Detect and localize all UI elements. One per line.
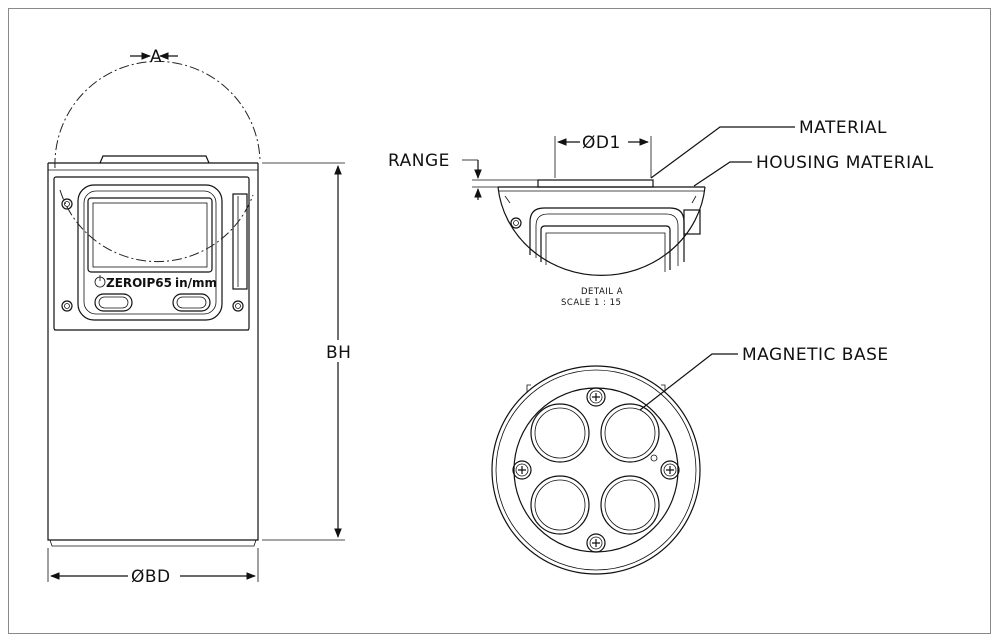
magnet xyxy=(530,403,590,463)
screw-icon xyxy=(61,300,73,312)
screw-icon xyxy=(510,217,522,229)
material-label: MATERIAL xyxy=(799,118,887,138)
bh-dimension: BH xyxy=(262,162,351,541)
magnet xyxy=(530,475,590,535)
screw-icon xyxy=(232,300,244,312)
magnet xyxy=(600,475,660,535)
bd-label: ØBD xyxy=(131,567,171,587)
units-button xyxy=(172,293,211,312)
ip-rating-label: IP65 xyxy=(142,276,172,290)
display-screen xyxy=(87,197,213,273)
phillips-screw-icon xyxy=(586,387,606,407)
head-housing xyxy=(53,176,250,331)
power-icon xyxy=(94,275,106,288)
screw-icon xyxy=(61,198,73,210)
range-label: RANGE xyxy=(388,151,450,171)
phillips-screw-icon xyxy=(586,533,606,553)
phillips-screw-icon xyxy=(512,460,532,480)
magnetic-base-view: MAGNETIC BASE xyxy=(491,345,889,575)
display-bezel xyxy=(77,184,223,321)
zero-label: ZERO xyxy=(106,276,142,290)
magnet xyxy=(600,403,660,463)
detail-a-circle xyxy=(54,60,261,169)
drawing-frame xyxy=(8,8,991,634)
d1-label: ØD1 xyxy=(582,133,621,153)
zero-button xyxy=(94,293,133,312)
phillips-screw-icon xyxy=(660,460,680,480)
units-label: in/mm xyxy=(175,276,217,290)
magnetic-base-label: MAGNETIC BASE xyxy=(742,345,889,365)
bd-dimension: ØBD xyxy=(47,548,259,587)
base-outer-ring xyxy=(491,365,701,575)
gauge-front-view: ZERO IP65 in/mm A xyxy=(47,47,261,547)
material-leader xyxy=(650,126,795,179)
detail-title: DETAIL A xyxy=(581,287,623,297)
detail-a-view: ØD1 RANGE MATERIAL HOUSING MATERIAL DETA… xyxy=(388,118,934,308)
detail-housing-arc xyxy=(497,186,706,276)
housing-material-label: HOUSING MATERIAL xyxy=(756,153,934,173)
side-slot xyxy=(232,193,248,290)
detail-scale: SCALE 1 : 15 xyxy=(561,298,621,308)
body-outline xyxy=(47,163,259,541)
housing-material-leader xyxy=(693,161,752,187)
magnetic-base-leader xyxy=(639,353,738,411)
bh-label: BH xyxy=(326,343,351,363)
top-cap xyxy=(99,155,210,164)
detail-marker-a: A xyxy=(150,47,162,67)
detail-cap xyxy=(537,179,654,188)
